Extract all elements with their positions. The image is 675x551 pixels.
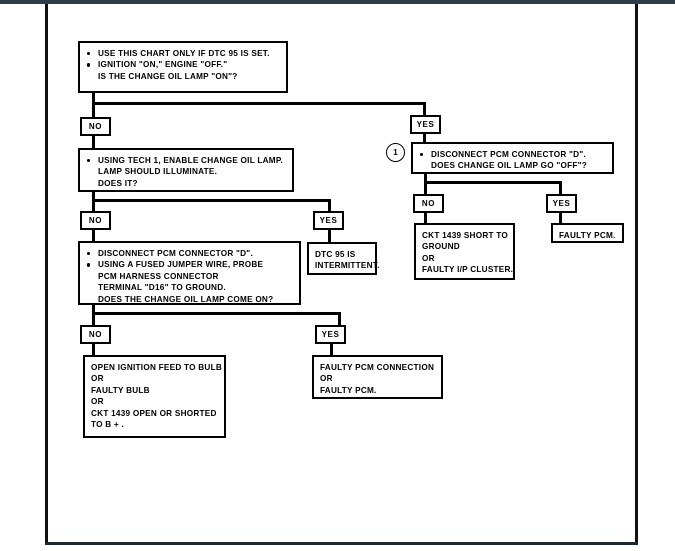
node-line-bulleted: DISCONNECT PCM CONNECTOR "D". bbox=[419, 149, 606, 160]
node-line-bulleted: DISCONNECT PCM CONNECTOR "D". bbox=[86, 248, 293, 259]
connector-jumper-no-down bbox=[92, 312, 95, 325]
node-faulty-pcm: FAULTY PCM. bbox=[551, 223, 624, 243]
connector-disconnect-bus bbox=[424, 181, 562, 184]
node-line-bulleted: IGNITION "ON," ENGINE "OFF." bbox=[86, 59, 280, 70]
node-start: USE THIS CHART ONLY IF DTC 95 IS SET. IGN… bbox=[78, 41, 288, 93]
node-line-text: OPEN IGNITION FEED TO BULB bbox=[91, 363, 222, 372]
page-left-rule bbox=[45, 4, 48, 544]
connector-jumper-yes-down bbox=[338, 312, 341, 325]
node-line-text: DISCONNECT PCM CONNECTOR "D". bbox=[431, 150, 586, 159]
node-line-text: IS THE CHANGE OIL LAMP "ON"? bbox=[98, 71, 238, 81]
node-line-text: OR bbox=[91, 397, 104, 407]
node-line-text: DOES IT? bbox=[98, 178, 138, 188]
bullet-icon bbox=[87, 252, 91, 256]
page-top-rule bbox=[0, 0, 675, 4]
connector-start-no-to-tech1 bbox=[92, 136, 95, 149]
label-jumper-no: NO bbox=[80, 325, 111, 344]
connector-start-no-down bbox=[92, 102, 95, 118]
connector-jumper-no-to-openfeed bbox=[92, 344, 95, 356]
connector-disconnect-no-to-ckt bbox=[424, 213, 427, 224]
connector-tech1-no-down bbox=[92, 199, 95, 212]
page-bottom-rule bbox=[45, 542, 638, 545]
label-start-yes: YES bbox=[410, 115, 441, 134]
reference-marker-1: 1 bbox=[386, 143, 405, 162]
bullet-icon bbox=[87, 52, 91, 56]
label-tech1-yes: YES bbox=[313, 211, 344, 230]
node-line-text: OR bbox=[91, 374, 104, 384]
label-start-no: NO bbox=[80, 117, 111, 136]
node-line-text: OR bbox=[422, 253, 435, 263]
connector-disconnect-yes-down bbox=[559, 181, 562, 194]
node-line-text: TERMINAL "D16" TO GROUND. bbox=[98, 283, 226, 293]
connector-start-yes-down bbox=[423, 102, 426, 115]
node-line-text: LAMP SHOULD ILLUMINATE. bbox=[98, 167, 218, 177]
node-line-text: FAULTY PCM CONNECTION bbox=[320, 363, 435, 372]
bullet-icon bbox=[87, 63, 91, 67]
connector-tech1-no-to-jumper bbox=[92, 230, 95, 242]
connector-tech1-bus bbox=[92, 199, 331, 202]
bullet-icon bbox=[87, 159, 91, 163]
node-line-text: FAULTY PCM. bbox=[559, 231, 616, 240]
connector-tech1-yes-down bbox=[328, 199, 331, 212]
connector-disconnect-down bbox=[424, 174, 427, 183]
node-line-text: FAULTY PCM. bbox=[320, 385, 377, 395]
node-line-text: FAULTY BULB bbox=[91, 385, 150, 395]
connector-start-down bbox=[92, 93, 95, 105]
connector-start-yes-to-disconnect bbox=[423, 134, 426, 143]
node-line-text: DISCONNECT PCM CONNECTOR "D". bbox=[98, 249, 253, 258]
bullet-icon bbox=[87, 263, 91, 267]
connector-tech1-yes-to-dtc bbox=[328, 230, 331, 242]
node-line-text: FAULTY I/P CLUSTER. bbox=[422, 265, 514, 275]
connector-start-bus bbox=[92, 102, 426, 105]
label-tech1-no: NO bbox=[80, 211, 111, 230]
node-line-text: IGNITION "ON," ENGINE "OFF." bbox=[98, 60, 228, 70]
node-line-text: GROUND bbox=[422, 242, 460, 252]
label-disconnect-yes: YES bbox=[546, 194, 577, 213]
node-jumper: DISCONNECT PCM CONNECTOR "D". USING A FUS… bbox=[78, 241, 301, 305]
connector-tech1-down bbox=[92, 192, 95, 201]
node-line-text: TO B + . bbox=[91, 420, 125, 430]
label-disconnect-no: NO bbox=[413, 194, 444, 213]
node-line-text: OR bbox=[320, 374, 333, 384]
connector-disconnect-yes-to-faultypcm bbox=[559, 213, 562, 224]
node-line-bulleted: USING A FUSED JUMPER WIRE, PROBE bbox=[86, 259, 293, 270]
node-line-text: DOES THE CHANGE OIL LAMP COME ON? bbox=[98, 294, 274, 304]
connector-jumper-down bbox=[92, 305, 95, 314]
node-line-text: CKT 1439 SHORT TO bbox=[422, 231, 508, 240]
connector-jumper-bus bbox=[92, 312, 341, 315]
node-line-text: USE THIS CHART ONLY IF DTC 95 IS SET. bbox=[98, 49, 270, 58]
page-right-rule bbox=[635, 4, 638, 544]
label-jumper-yes: YES bbox=[315, 325, 346, 344]
node-line-text: CKT 1439 OPEN OR SHORTED bbox=[91, 408, 217, 418]
node-tech1: USING TECH 1, ENABLE CHANGE OIL LAMP. LAM… bbox=[78, 148, 294, 192]
connector-jumper-yes-to-pcmconn bbox=[330, 344, 333, 356]
node-line-bulleted: USING TECH 1, ENABLE CHANGE OIL LAMP. bbox=[86, 155, 286, 166]
node-disconnect: DISCONNECT PCM CONNECTOR "D". DOES CHANGE… bbox=[411, 142, 614, 174]
node-line-text: USING A FUSED JUMPER WIRE, PROBE bbox=[98, 260, 264, 270]
node-dtc-intermittent: DTC 95 IS INTERMITTENT. bbox=[307, 242, 380, 275]
bullet-icon bbox=[420, 153, 424, 157]
node-line-text: USING TECH 1, ENABLE CHANGE OIL LAMP. bbox=[98, 156, 283, 165]
connector-disconnect-no-down bbox=[424, 181, 427, 194]
node-line-text: DOES CHANGE OIL LAMP GO "OFF"? bbox=[431, 161, 587, 171]
node-line-text: INTERMITTENT. bbox=[315, 261, 380, 271]
node-line-text: DTC 95 IS bbox=[315, 250, 356, 259]
node-line-text: PCM HARNESS CONNECTOR bbox=[98, 271, 219, 281]
node-line-bulleted: USE THIS CHART ONLY IF DTC 95 IS SET. bbox=[86, 48, 280, 59]
